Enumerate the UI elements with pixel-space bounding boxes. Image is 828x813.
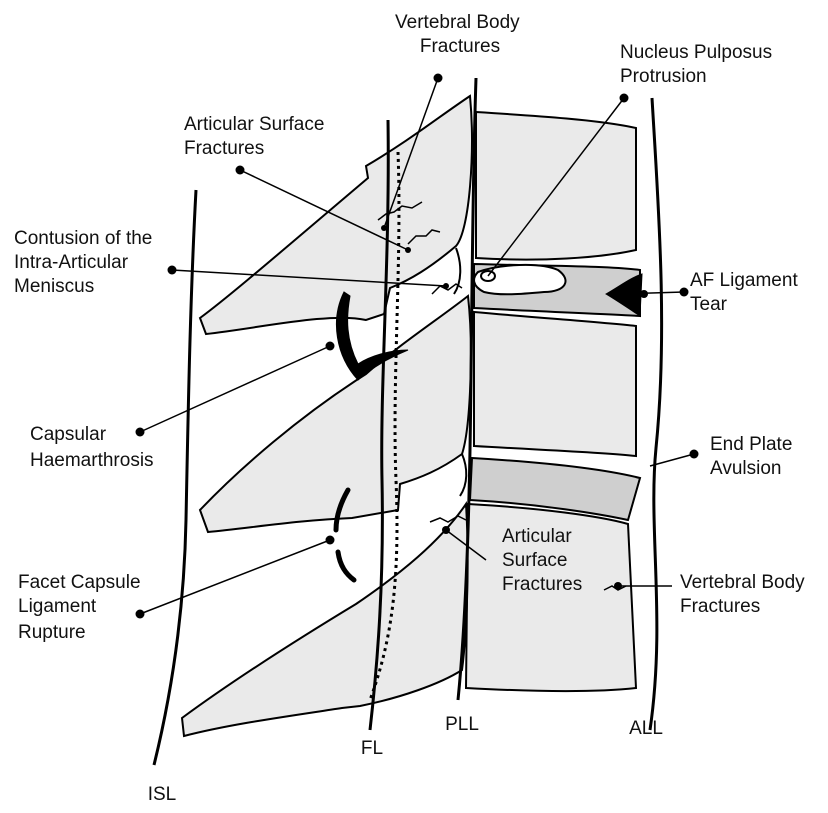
dot-vb-top	[434, 74, 443, 83]
dot-meniscus	[168, 266, 177, 275]
label-vertebral-body-fractures-top: Vertebral Body Fractures	[395, 12, 525, 57]
dot-articular-top-end	[405, 247, 411, 253]
dot-haemarthrosis-a	[136, 428, 145, 437]
label-af-ligament-tear: AF Ligament Tear	[690, 270, 803, 315]
dot-vb-bottom	[614, 582, 622, 590]
ligament-label-all: ALL	[629, 718, 663, 739]
leader-facet-capsule	[140, 540, 330, 614]
dot-facet-capsule-a	[136, 610, 145, 619]
dot-facet-capsule-b	[326, 536, 335, 545]
posterior-elements	[182, 96, 472, 736]
vertebral-bodies	[466, 112, 636, 691]
dot-af-end	[640, 290, 648, 298]
isl-line	[154, 190, 196, 765]
posterior-element-middle	[200, 296, 471, 532]
dot-articular-top	[236, 166, 245, 175]
dot-haemarthrosis-b	[326, 342, 335, 351]
ligament-label-isl: ISL	[148, 784, 177, 805]
label-capsular-haemarthrosis: Capsular Haemarthrosis	[30, 424, 154, 471]
label-nucleus-pulposus-protrusion: Nucleus Pulposus Protrusion	[620, 42, 777, 87]
dot-af-tear	[680, 288, 689, 297]
dot-meniscus-end	[443, 283, 449, 289]
label-articular-surface-fractures-top: Articular Surface Fractures	[184, 114, 330, 159]
label-facet-capsule-ligament-rupture: Facet Capsule Ligament Rupture	[18, 572, 146, 643]
dot-nucleus	[620, 94, 629, 103]
posterior-element-lower	[182, 504, 468, 736]
label-articular-surface-fractures-bottom: Articular Surface Fractures	[502, 526, 582, 595]
vertebral-body-middle	[474, 312, 636, 456]
dot-articular-bottom	[442, 526, 450, 534]
ligament-label-pll: PLL	[445, 714, 479, 735]
dot-end-plate	[690, 450, 699, 459]
facet-joint-lower	[460, 454, 466, 496]
facet-capsule-lower-segment	[338, 552, 354, 580]
ligament-label-fl: FL	[361, 738, 383, 759]
label-contusion-meniscus: Contusion of the Intra-Articular Meniscu…	[14, 228, 158, 297]
label-vertebral-body-fractures-bottom: Vertebral Body Fractures	[680, 572, 810, 617]
all-line	[650, 98, 662, 730]
label-end-plate-avulsion: End Plate Avulsion	[710, 434, 798, 479]
dot-vb-top-end	[381, 225, 387, 231]
